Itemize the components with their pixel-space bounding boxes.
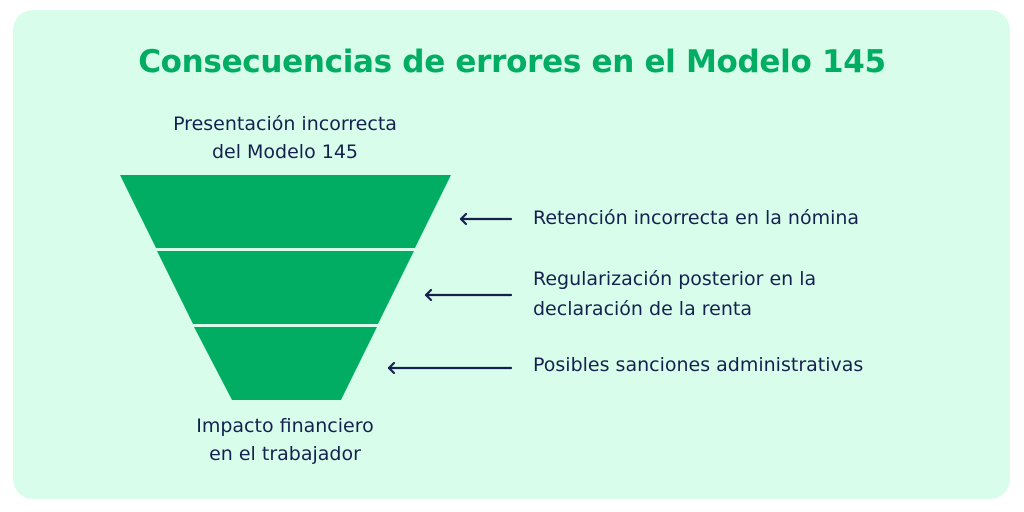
funnel-top-label: Presentación incorrecta del Modelo 145	[110, 110, 460, 166]
arrow-left-icon	[459, 212, 513, 226]
funnel-level-3	[194, 327, 377, 400]
funnel-top-label-line: del Modelo 145	[211, 141, 359, 163]
funnel-level-1	[120, 175, 451, 248]
funnel-bottom-label: Impacto financiero en el trabajador	[110, 412, 460, 468]
consequence-text: Regularización posterior en la	[533, 268, 817, 290]
consequence-item: Posibles sanciones administrativas	[533, 350, 863, 380]
consequence-text: Retención incorrecta en la nómina	[533, 207, 860, 229]
funnel-bottom-label-line: en el trabajador	[209, 443, 361, 465]
arrow-left-icon	[387, 361, 513, 375]
consequence-text: declaración de la renta	[533, 298, 752, 320]
funnel-level-2	[157, 251, 414, 324]
consequence-text: Posibles sanciones administrativas	[533, 354, 864, 376]
funnel-top-label-line: Presentación incorrecta	[173, 113, 397, 135]
page-title: Consecuencias de errores en el Modelo 14…	[138, 44, 886, 80]
arrow-left-icon	[424, 288, 513, 302]
consequence-item: Retención incorrecta en la nómina	[533, 203, 859, 233]
consequence-item: Regularización posterior en la declaraci…	[533, 264, 816, 324]
funnel-bottom-label-line: Impacto financiero	[196, 415, 374, 437]
